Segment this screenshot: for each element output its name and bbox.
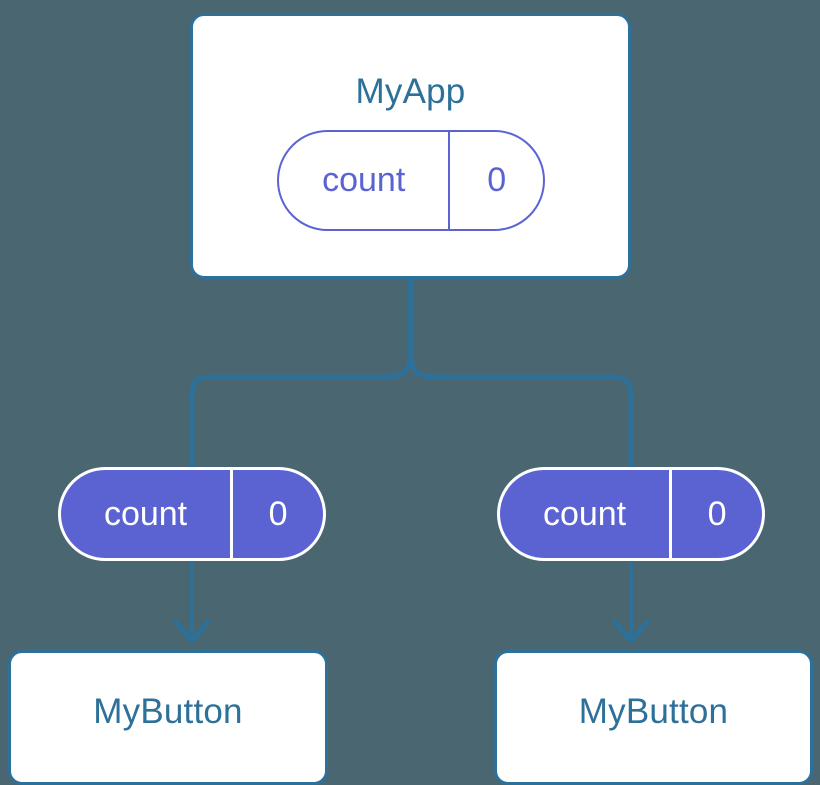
- connector-branch-right: [408, 347, 634, 470]
- prop-pill-key: count: [61, 470, 234, 558]
- arrow-left-head-icon: [173, 619, 211, 644]
- arrow-right-head-icon: [612, 619, 650, 644]
- prop-pill-right-count[interactable]: count 0: [497, 467, 765, 561]
- connector-branch-left: [189, 347, 413, 470]
- component-title-mybutton: MyButton: [93, 692, 243, 731]
- component-card-mybutton-right[interactable]: MyButton: [494, 650, 813, 785]
- prop-pill-key: count: [500, 470, 673, 558]
- state-pill-value: 0: [487, 161, 507, 199]
- state-pill-key: count: [279, 132, 451, 229]
- state-pill-myapp-count[interactable]: count 0: [277, 130, 545, 231]
- prop-pill-value: 0: [707, 494, 727, 533]
- component-card-mybutton-left[interactable]: MyButton: [8, 650, 328, 785]
- component-title-myapp: MyApp: [355, 72, 466, 111]
- prop-pill-left-count[interactable]: count 0: [58, 467, 326, 561]
- component-title-mybutton: MyButton: [578, 692, 729, 731]
- prop-pill-value: 0: [268, 494, 288, 533]
